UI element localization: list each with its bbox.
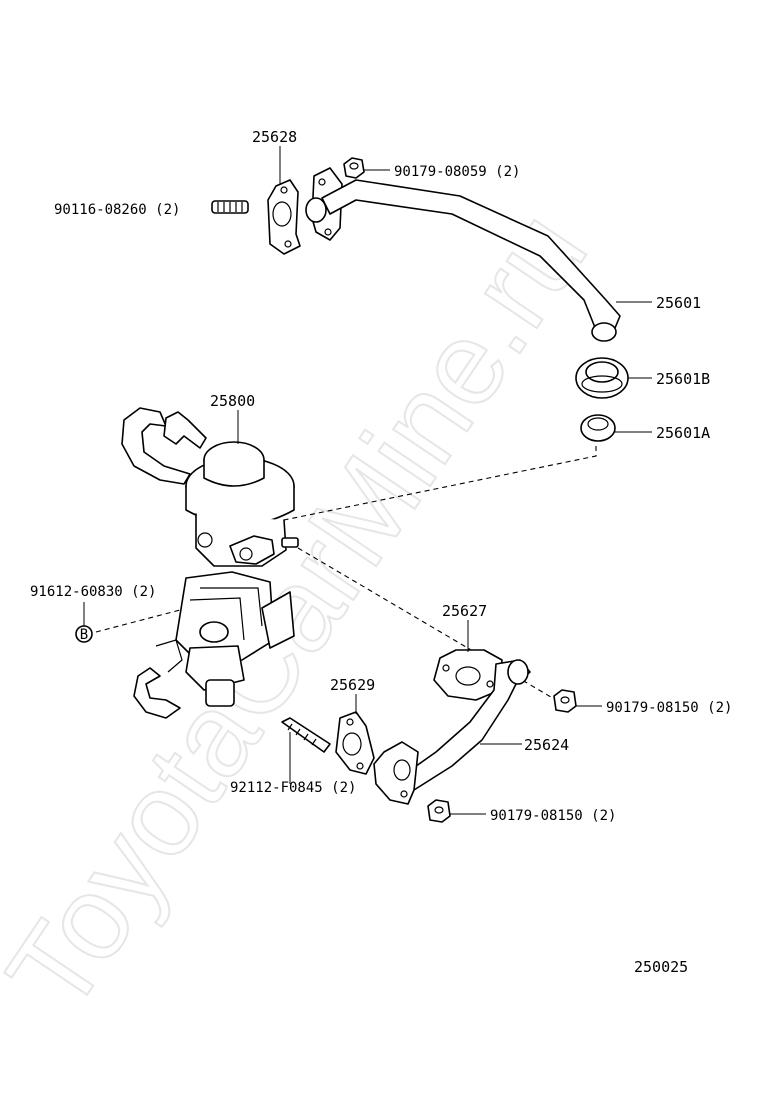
pipe-lower-icon	[373, 659, 531, 805]
label-gasket-lower-left: 25629	[330, 676, 375, 694]
label-egr-valve: 25800	[210, 392, 255, 410]
stud-upper-icon	[211, 200, 249, 214]
gasket-upper-icon	[267, 179, 301, 255]
label-gasket-lower-right: 25627	[442, 602, 487, 620]
nut-side-icon: B	[75, 625, 93, 643]
alignment-line-upper	[283, 446, 597, 521]
alignment-line-side	[95, 609, 181, 633]
label-nut-bottom: 90179-08150 (2)	[490, 808, 616, 824]
nut-bottom-icon	[427, 799, 451, 823]
label-nut-upper: 90179-08059 (2)	[394, 164, 520, 180]
label-seal-b: 25601B	[656, 370, 710, 388]
egr-valve-icon	[121, 407, 299, 719]
label-seal-a: 25601A	[656, 424, 710, 442]
nut-right-icon	[553, 689, 577, 713]
diagram-code: 250025	[634, 958, 688, 976]
pipe-upper-icon	[305, 167, 621, 342]
stud-lower-icon	[281, 717, 331, 753]
label-nut-right: 90179-08150 (2)	[606, 700, 732, 716]
watermark: ToyotaCarMine.ru	[0, 189, 612, 1035]
alignment-line-lower	[297, 547, 557, 701]
seal-a-icon	[580, 414, 616, 442]
label-gasket-upper: 25628	[252, 128, 297, 146]
gasket-lower-left-icon	[335, 711, 375, 775]
label-stud-lower: 92112-F0845 (2)	[230, 780, 356, 796]
nut-side-marker-letter: B	[80, 627, 88, 643]
label-nut-side: 91612-60830 (2)	[30, 584, 156, 600]
label-pipe-upper: 25601	[656, 294, 701, 312]
nut-upper-icon	[343, 157, 365, 179]
seal-b-icon	[575, 357, 629, 399]
label-stud-upper: 90116-08260 (2)	[54, 202, 180, 218]
label-pipe-lower: 25624	[524, 736, 569, 754]
